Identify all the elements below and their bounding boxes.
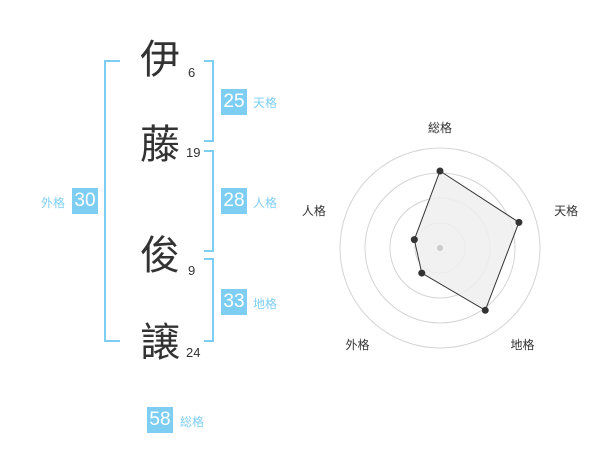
chikaku-label: 地格 [253, 297, 278, 311]
gaikaku-bracket [104, 60, 120, 342]
soukaku-value: 58 [147, 407, 173, 433]
radar-point [410, 236, 418, 244]
stroke-count-3: 9 [188, 263, 196, 278]
gaikaku-value: 30 [72, 188, 98, 214]
radar-series-polygon [413, 170, 520, 312]
jinkaku-bracket [204, 150, 214, 252]
name-char-4: 譲 [140, 320, 180, 366]
stroke-count-1: 6 [188, 65, 196, 80]
stroke-count-2: 19 [186, 145, 201, 160]
radar-point [481, 306, 489, 314]
radar-axis-label: 地格 [511, 337, 535, 352]
radar-axis-label: 総格 [428, 120, 452, 135]
chikaku-value: 33 [221, 289, 247, 315]
tenkaku-value: 25 [221, 89, 247, 115]
radar-axis-label: 外格 [345, 337, 369, 352]
radar-point [418, 269, 426, 277]
gaikaku-label: 外格 [41, 196, 66, 210]
radar-point [436, 167, 444, 175]
stroke-count-4: 24 [186, 345, 201, 360]
name-char-2: 藤 [140, 122, 180, 168]
soukaku-label: 総格 [180, 415, 205, 429]
radar-center-dot [437, 245, 443, 251]
name-char-3: 俊 [140, 233, 180, 279]
name-char-1: 伊 [140, 37, 180, 83]
radar-ring [339, 147, 541, 349]
chikaku-bracket [204, 258, 214, 342]
tenkaku-label: 天格 [253, 96, 278, 110]
radar-axis-label: 天格 [554, 203, 578, 218]
tenkaku-bracket [204, 60, 214, 142]
jinkaku-value: 28 [221, 188, 247, 214]
radar-axis-label: 人格 [302, 203, 326, 218]
radar-point [515, 218, 523, 226]
jinkaku-label: 人格 [253, 196, 278, 210]
